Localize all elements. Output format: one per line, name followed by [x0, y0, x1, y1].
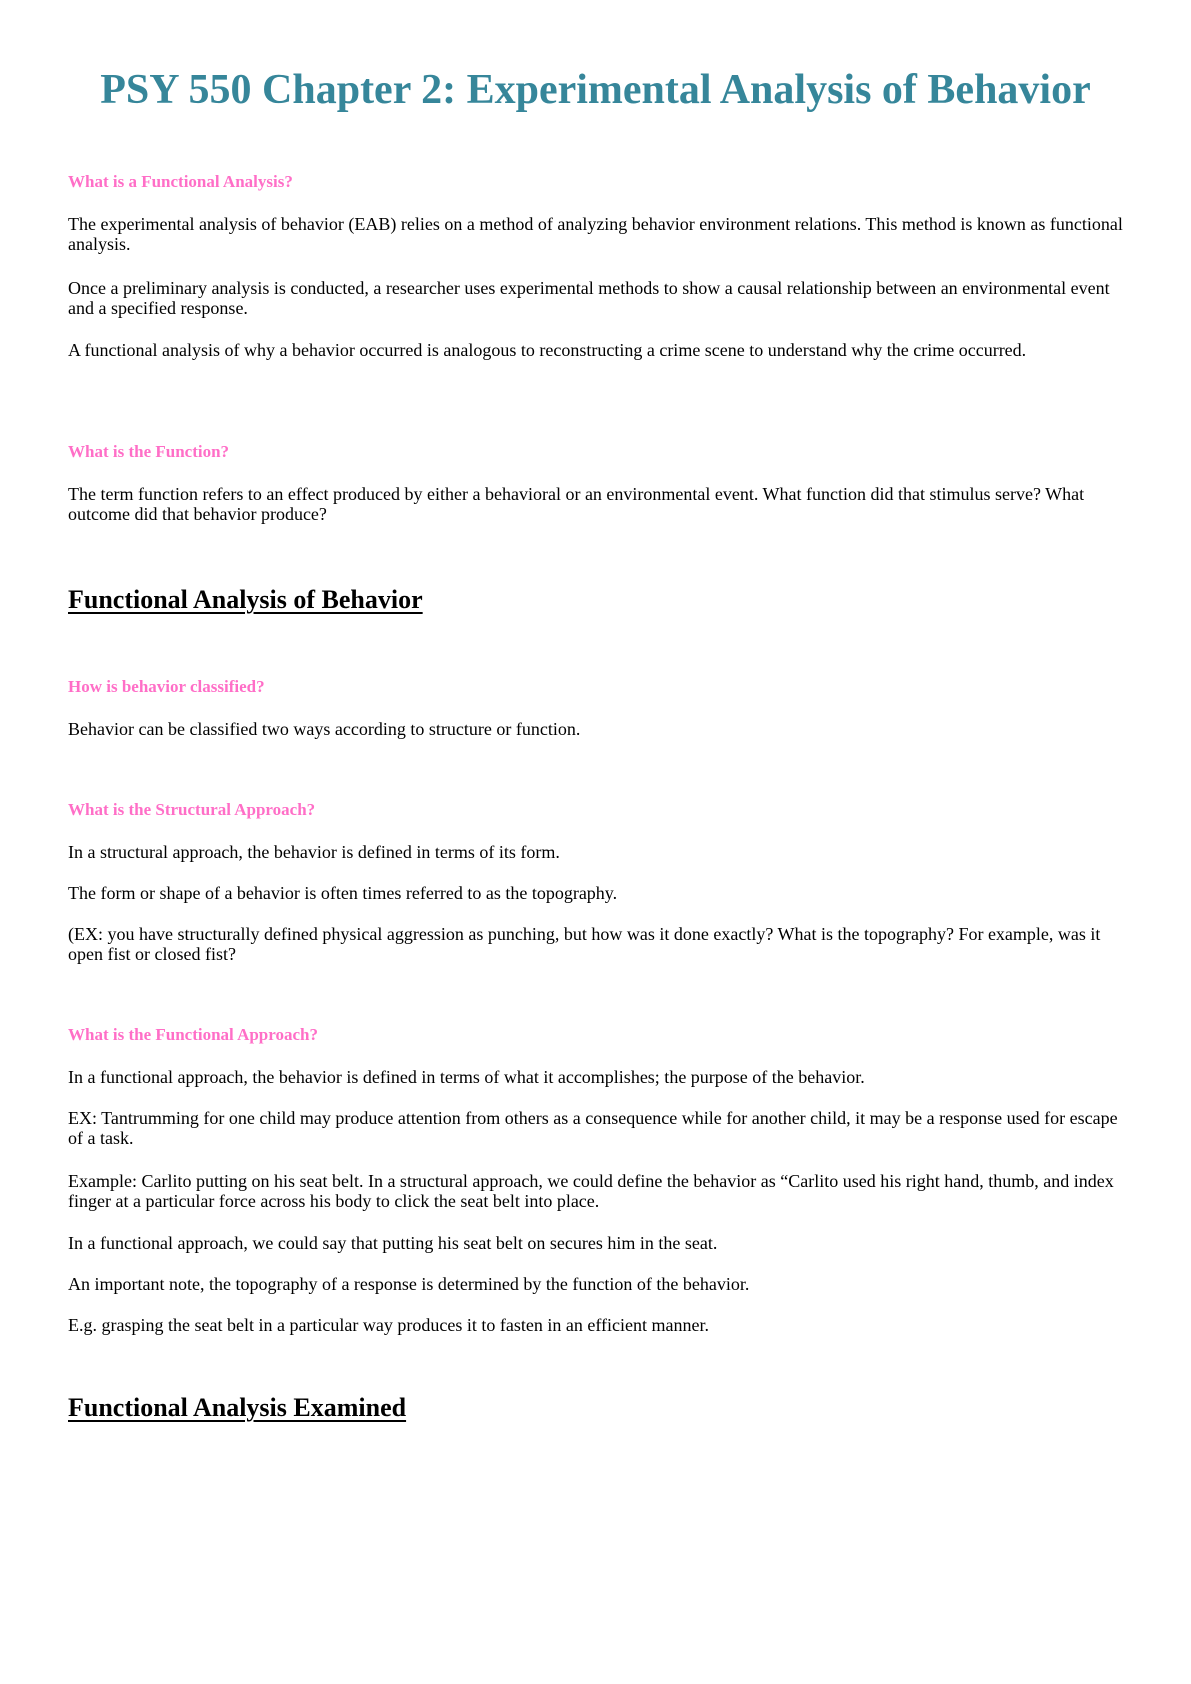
subheading: What is a Functional Analysis?: [68, 172, 293, 191]
subheading: How is behavior classified?: [68, 677, 265, 696]
paragraph: The form or shape of a behavior is often…: [68, 883, 618, 903]
paragraph: Example: Carlito putting on his seat bel…: [68, 1171, 1114, 1211]
paragraph: (EX: you have structurally defined physi…: [68, 924, 1101, 964]
paragraph: E.g. grasping the seat belt in a particu…: [68, 1315, 709, 1335]
subheading: What is the Function?: [68, 442, 230, 461]
section-heading: Functional Analysis Examined: [68, 1393, 407, 1422]
paragraph: A functional analysis of why a behavior …: [68, 340, 1027, 360]
paragraph: Behavior can be classified two ways acco…: [68, 719, 581, 739]
paragraph: In a functional approach, we could say t…: [68, 1233, 718, 1253]
paragraph: Once a preliminary analysis is conducted…: [68, 278, 1110, 318]
paragraph: An important note, the topography of a r…: [68, 1274, 750, 1294]
paragraph: In a functional approach, the behavior i…: [68, 1067, 865, 1087]
document-title: PSY 550 Chapter 2: Experimental Analysis…: [100, 67, 1091, 113]
subheading: What is the Structural Approach?: [68, 800, 316, 819]
subheading: What is the Functional Approach?: [68, 1025, 319, 1044]
paragraph: The experimental analysis of behavior (E…: [68, 214, 1123, 254]
paragraph: EX: Tantrumming for one child may produc…: [68, 1108, 1118, 1148]
section-heading: Functional Analysis of Behavior: [68, 585, 423, 614]
paragraph: In a structural approach, the behavior i…: [68, 842, 560, 862]
paragraph: The term function refers to an effect pr…: [68, 484, 1085, 524]
